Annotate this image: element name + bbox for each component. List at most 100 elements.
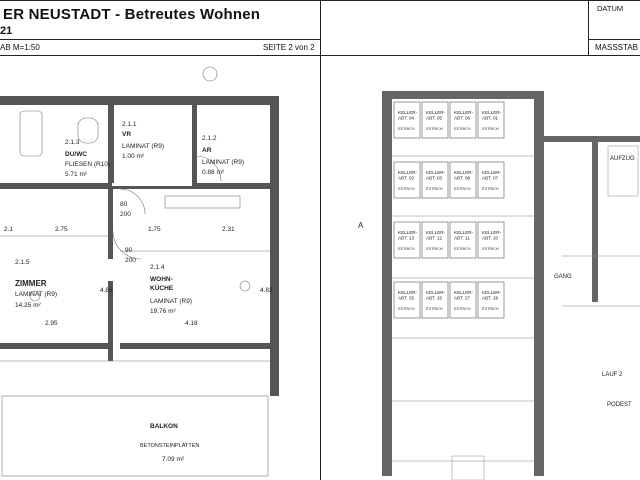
dim-label: 2.95 <box>45 320 58 327</box>
frame-line <box>588 39 640 40</box>
cellar-compartment <box>393 101 421 139</box>
dim-label: 4.18 <box>185 320 198 327</box>
room-area-ar: 0.88 m² <box>202 169 225 176</box>
dim-label: 80 <box>120 201 128 208</box>
room-floor-zimmer: LAMINAT (R9) <box>15 291 57 298</box>
cellar-label: KELLER-ABT. 02 <box>398 170 418 181</box>
cellar-note: ESTRICH <box>454 187 471 191</box>
cellar-label: KELLER-ABT. 27 <box>454 290 474 301</box>
cellar-label: KELLER-ABT. 05 <box>426 110 446 121</box>
cellar-compartment <box>449 281 477 319</box>
cellar-note: ESTRICH <box>398 127 415 131</box>
cellar-label: KELLER-ABT. 11 <box>454 230 474 241</box>
frame-line <box>0 39 320 40</box>
cellar-label: KELLER-ABT. 03 <box>426 170 446 181</box>
cellar-label: KELLER-ABT. 06 <box>454 110 474 121</box>
room-id-zimmer: 2.1.5 <box>15 259 30 266</box>
room-id-du-wc: 2.1.3 <box>65 139 80 146</box>
cellar-note: ESTRICH <box>426 247 443 251</box>
room-area-zimmer: 14.25 m² <box>15 302 41 309</box>
balcony-name: BALKON <box>150 423 178 430</box>
dim-label: 2.1 <box>4 226 13 233</box>
walls <box>382 91 640 476</box>
cellar-note: ESTRICH <box>426 127 443 131</box>
room-floor-ar: LAMINAT (R9) <box>202 159 244 166</box>
balcony-floor: BETONSTEINPLATTEN <box>140 443 199 449</box>
cellar-compartment <box>421 101 449 139</box>
cellar-compartment <box>477 101 505 139</box>
cellar-note: ESTRICH <box>398 307 415 311</box>
apartment-floor-plan: 2.1.3 DU/WC FLIESEN (R10) 5.71 m² 2.1.1 … <box>0 66 279 477</box>
basement-floor-plan: KELLER-ABT. 04 ESTRICH KELLER-ABT. 05 ESTRI… <box>358 91 640 480</box>
cellar-note: ESTRICH <box>482 187 499 191</box>
cellar-label: KELLER-ABT. 12 <box>426 230 446 241</box>
room-area-du-wc: 5.71 m² <box>65 171 88 178</box>
room-floor-du-wc: FLIESEN (R10) <box>65 161 110 168</box>
scale-label-right: MASSSTAB <box>595 43 638 52</box>
cellar-note: ESTRICH <box>454 247 471 251</box>
page-number: SEITE 2 von 2 <box>263 43 315 52</box>
title-block: ER NEUSTADT - Betreutes Wohnen 21 AB M=1… <box>0 0 640 58</box>
room-id-wohnkueche: 2.1.4 <box>150 264 165 271</box>
frame-line <box>588 0 589 56</box>
landing-label: PODEST <box>607 402 632 408</box>
room-name-wohnkueche: WOHN-KÜCHE <box>150 276 174 292</box>
cellar-compartment <box>477 221 505 259</box>
document-title: ER NEUSTADT - Betreutes Wohnen <box>3 6 261 23</box>
cellar-compartment <box>449 161 477 199</box>
cellar-label: KELLER-ABT. 01 <box>482 110 502 121</box>
room-name-vr: VR <box>122 131 131 138</box>
cellar-compartment <box>421 221 449 259</box>
room-area-vr: 1.00 m² <box>122 153 145 160</box>
room-floor-wohnkueche: LAMINAT (R9) <box>150 298 192 305</box>
cellar-label: KELLER-ABT. 04 <box>398 110 418 121</box>
cellar-grid: KELLER-ABT. 04 ESTRICH KELLER-ABT. 05 ESTRI… <box>393 101 505 319</box>
cellar-label: KELLER-ABT. 07 <box>482 170 502 181</box>
room-id-ar: 2.1.2 <box>202 135 217 142</box>
cellar-note: ESTRICH <box>482 307 499 311</box>
sheet-divider <box>320 56 321 480</box>
dim-label: 1.75 <box>148 226 161 233</box>
frame-line <box>320 0 321 56</box>
room-id-vr: 2.1.1 <box>122 121 137 128</box>
cellar-compartment <box>477 161 505 199</box>
cellar-compartment <box>421 161 449 199</box>
dim-label: 2.31 <box>222 226 235 233</box>
cellar-note: ESTRICH <box>426 187 443 191</box>
cellar-compartment <box>421 281 449 319</box>
room-name-zimmer: ZIMMER <box>15 279 47 288</box>
cellar-label: KELLER-ABT. 26 <box>426 290 446 301</box>
cellar-compartment <box>393 161 421 199</box>
room-name-ar: AR <box>202 147 212 154</box>
scale-label: AB M=1:50 <box>0 43 40 52</box>
cellar-label: KELLER-ABT. 28 <box>482 290 502 301</box>
cellar-compartment <box>393 221 421 259</box>
stair-label: LAUF 2 <box>602 372 623 378</box>
balcony-area: 7.09 m² <box>162 456 185 463</box>
cellar-compartment <box>449 221 477 259</box>
cellar-compartment <box>393 281 421 319</box>
cellar-note: ESTRICH <box>454 127 471 131</box>
cellar-note: ESTRICH <box>398 247 415 251</box>
room-area-wohnkueche: 19.76 m² <box>150 308 176 315</box>
document-subtitle: 21 <box>0 25 13 37</box>
lift-label: AUFZUG <box>610 156 635 162</box>
cellar-compartment <box>449 101 477 139</box>
section-marker: A <box>358 221 364 230</box>
date-label: DATUM <box>597 4 624 13</box>
cellar-note: ESTRICH <box>482 127 499 131</box>
cellar-label: KELLER-ABT. 25 <box>398 290 418 301</box>
cellar-compartment <box>477 281 505 319</box>
corridor-label: GANG <box>554 274 572 280</box>
cellar-note: ESTRICH <box>454 307 471 311</box>
dim-label: 90 <box>125 247 133 254</box>
dim-label: 4.83 <box>100 287 113 294</box>
cellar-note: ESTRICH <box>426 307 443 311</box>
dim-label: 200 <box>125 257 136 264</box>
room-floor-vr: LAMINAT (R9) <box>122 143 164 150</box>
cellar-label: KELLER-ABT. 10 <box>482 230 502 241</box>
cellar-note: ESTRICH <box>482 247 499 251</box>
cellar-label: KELLER-ABT. 08 <box>454 170 474 181</box>
room-name-du-wc: DU/WC <box>65 151 87 158</box>
walls <box>0 96 279 396</box>
